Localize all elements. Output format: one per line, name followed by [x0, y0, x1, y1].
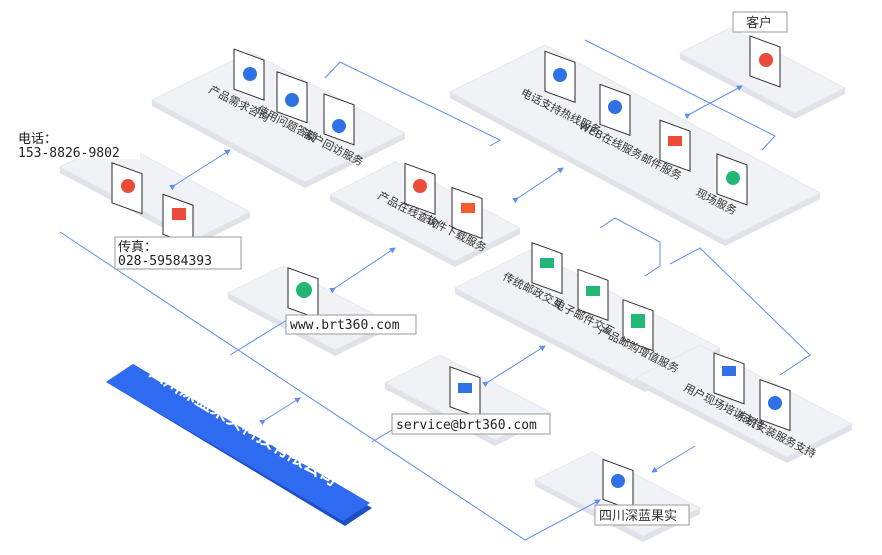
question-icon — [276, 71, 308, 124]
email-text: service@brt360.com — [396, 418, 537, 433]
chat-online-icon — [404, 162, 436, 216]
phone-number: 153-8826-9802 — [18, 146, 120, 161]
grid-icon — [622, 299, 654, 352]
fax-tag: 传真： 028-59584393 — [114, 236, 242, 270]
connectors — [59, 39, 811, 541]
email-tag: service@brt360.com — [391, 413, 551, 435]
phone-label: 电话： — [18, 132, 57, 147]
person-icon — [749, 35, 781, 88]
monitor-icon — [713, 352, 745, 405]
ie-browser-icon — [287, 267, 319, 320]
phone-support-icon — [544, 50, 576, 103]
phone-tag: 电话： 153-8826-9802 — [14, 131, 140, 161]
fax-icon — [162, 193, 194, 246]
company-short-text: 四川深蓝果实 — [599, 509, 677, 524]
platform-mail — [453, 249, 722, 392]
ie-browser-icon — [599, 83, 631, 136]
phone-icon — [111, 162, 143, 215]
company-banner: 四川深蓝果实科技有限公司 — [106, 360, 372, 526]
website-tag: www.brt360.com — [285, 314, 417, 335]
customer-tag: 客户 — [732, 11, 788, 33]
fax-number: 028-59584393 — [118, 254, 212, 269]
post-mail-icon — [531, 241, 563, 295]
platform-download — [328, 161, 522, 267]
customer-text: 客户 — [746, 15, 772, 31]
website-text: www.brt360.com — [290, 318, 400, 333]
gear-icon — [759, 378, 791, 432]
download-icon — [451, 186, 483, 240]
company-short-tag: 四川深蓝果实 — [594, 504, 690, 526]
chat-icon — [233, 48, 265, 101]
person-icon — [602, 458, 634, 512]
mail-icon — [449, 366, 481, 419]
email-icon — [577, 268, 609, 321]
followup-icon — [323, 93, 355, 146]
platform-consult — [150, 51, 407, 188]
company-banner-text: 四川深蓝果实科技有限公司 — [145, 360, 341, 490]
onsite-icon — [716, 153, 748, 206]
mail-icon — [659, 119, 691, 172]
fax-label: 传真： — [118, 240, 157, 255]
